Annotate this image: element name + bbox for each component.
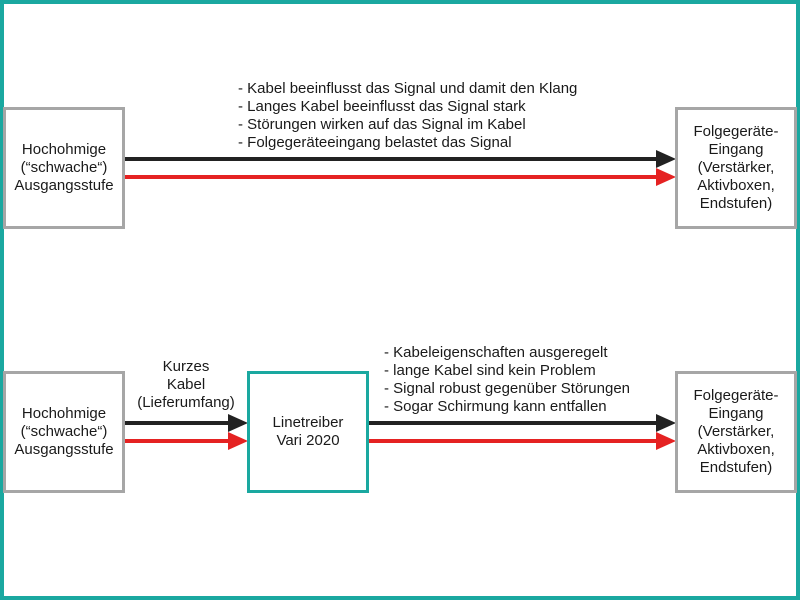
long-red-arrowhead [656, 432, 676, 450]
bottom-note: - Signal robust gegenüber Störungen [384, 380, 631, 397]
top-note: - Störungen wirken auf das Signal im Kab… [238, 116, 526, 133]
bottom-notes: - Kabeleigenschaften ausgeregelt - lange… [384, 344, 630, 416]
short-black-arrowhead [228, 414, 248, 432]
top-note: - Folgegeräteeingang belastet das Signal [238, 134, 512, 151]
bottom-source-label: Hochohmige (“schwache“) Ausgangsstufe [14, 405, 114, 458]
bottom-source-box: Hochohmige (“schwache“) Ausgangsstufe [3, 371, 125, 493]
bottom-note: - Kabeleigenschaften ausgeregelt [384, 344, 608, 361]
top-note: - Langes Kabel beeinflusst das Signal st… [238, 98, 526, 115]
short-cable-label: Kurzes Kabel (Lieferumfang) [137, 358, 235, 411]
bottom-target-label: Folgegeräte- Eingang (Verstärker, Aktivb… [693, 387, 779, 476]
short-red-arrowhead [228, 432, 248, 450]
line-driver-label: Linetreiber Vari 2020 [272, 414, 344, 449]
bottom-note: - Sogar Schirmung kann entfallen [384, 398, 607, 415]
top-source-label: Hochohmige (“schwache“) Ausgangsstufe [14, 141, 114, 194]
top-source-box: Hochohmige (“schwache“) Ausgangsstufe [3, 107, 125, 229]
line-driver-box: Linetreiber Vari 2020 [247, 371, 369, 493]
top-target-box: Folgegeräte- Eingang (Verstärker, Aktivb… [675, 107, 797, 229]
bottom-target-box: Folgegeräte- Eingang (Verstärker, Aktivb… [675, 371, 797, 493]
bottom-note: - lange Kabel sind kein Problem [384, 362, 596, 379]
top-target-label: Folgegeräte- Eingang (Verstärker, Aktivb… [693, 123, 779, 212]
top-notes: - Kabel beeinflusst das Signal und damit… [238, 80, 577, 152]
top-red-arrowhead [656, 168, 676, 186]
top-note: - Kabel beeinflusst das Signal und damit… [238, 80, 578, 97]
top-black-arrowhead [656, 150, 676, 168]
long-black-arrowhead [656, 414, 676, 432]
